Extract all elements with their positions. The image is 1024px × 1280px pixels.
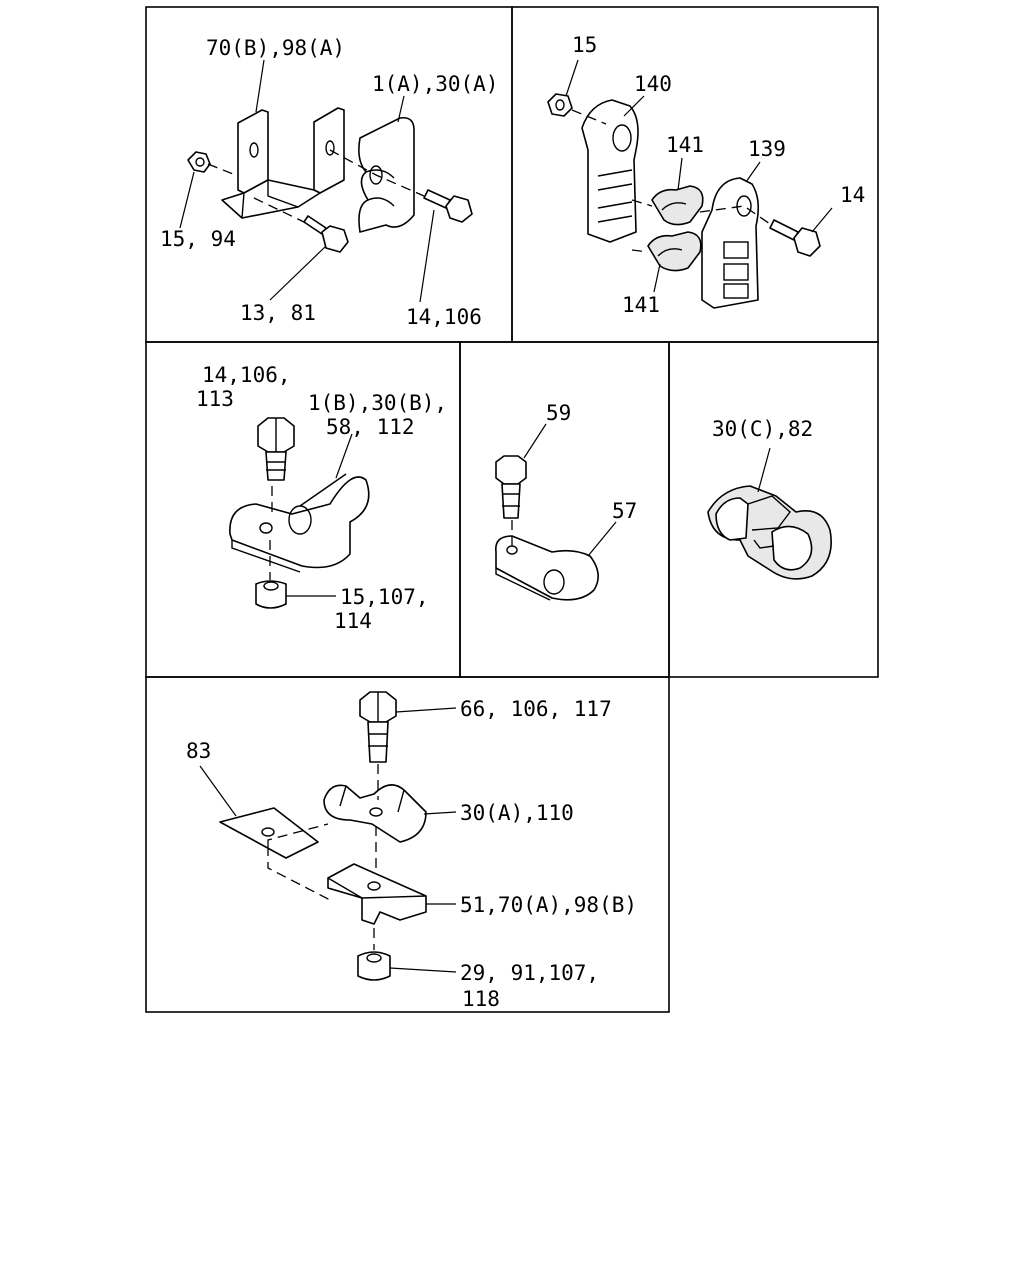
label-14-106-113-line2: 113 [196,387,234,411]
label-15-94: 15, 94 [160,227,236,251]
label-59: 59 [546,401,571,425]
nut-29-91-107-118-shape [357,951,391,981]
clip-141-upper-shape [651,185,704,226]
clamp-140-shape [581,99,639,243]
bolt-14-shape [769,219,821,257]
bracket-51-70a-98b-shape [327,863,427,925]
bolt-66-106-117-shape [359,691,397,763]
label-15: 15 [572,33,597,57]
nut-15-94-shape [187,151,211,173]
panel-frames [145,6,879,1013]
label-1b-30b-line1: 1(B),30(B), [308,391,447,415]
label-51-70a-98b: 51,70(A),98(B) [460,893,637,917]
label-141-upper: 141 [666,133,704,157]
bolt-14-106-113-shape [257,417,295,481]
panel-1 [179,59,473,303]
label-83: 83 [186,739,211,763]
plate-83-shape [219,807,319,859]
label-1b-30b-line2: 58, 112 [326,415,415,439]
u-bracket-shape [221,107,345,219]
panel-3 [229,417,370,609]
clip-1a-shape [358,116,415,233]
label-1a-30a: 1(A),30(A) [372,72,498,96]
label-13-81: 13, 81 [240,301,316,325]
clip-57-shape [495,535,599,601]
nut-15-shape [547,93,573,117]
clip-30a-110-shape [323,784,427,843]
bolt-14-106-shape [423,189,473,223]
clip-30c-82-shape [707,485,832,580]
panel-6 [199,691,457,981]
clip-1b-30b-shape [229,473,370,573]
label-70b-98a: 70(B),98(A) [206,36,345,60]
label-57: 57 [612,499,637,523]
label-15-107-114-line2: 114 [334,609,372,633]
panel-4 [495,423,617,601]
label-14-106-113-line1: 14,106, [202,363,291,387]
label-14-106: 14,106 [406,305,482,329]
label-15-107-114-line1: 15,107, [340,585,429,609]
label-139: 139 [748,137,786,161]
clip-141-lower-shape [647,231,702,272]
label-30a-110: 30(A),110 [460,801,574,825]
label-29-91-107-118-line1: 29, 91,107, [460,961,599,985]
panel-2 [547,59,833,309]
bolt-59-shape [495,455,527,519]
label-140: 140 [634,72,672,96]
panel-5 [707,447,832,580]
label-29-91-107-118-line2: 118 [462,987,500,1011]
label-66-106-117: 66, 106, 117 [460,697,612,721]
label-141-lower: 141 [622,293,660,317]
label-30c-82: 30(C),82 [712,417,813,441]
bolt-13-81-shape [303,215,349,253]
nut-15-107-114-shape [255,580,287,609]
clamp-139-shape [701,177,760,309]
label-14: 14 [840,183,865,207]
